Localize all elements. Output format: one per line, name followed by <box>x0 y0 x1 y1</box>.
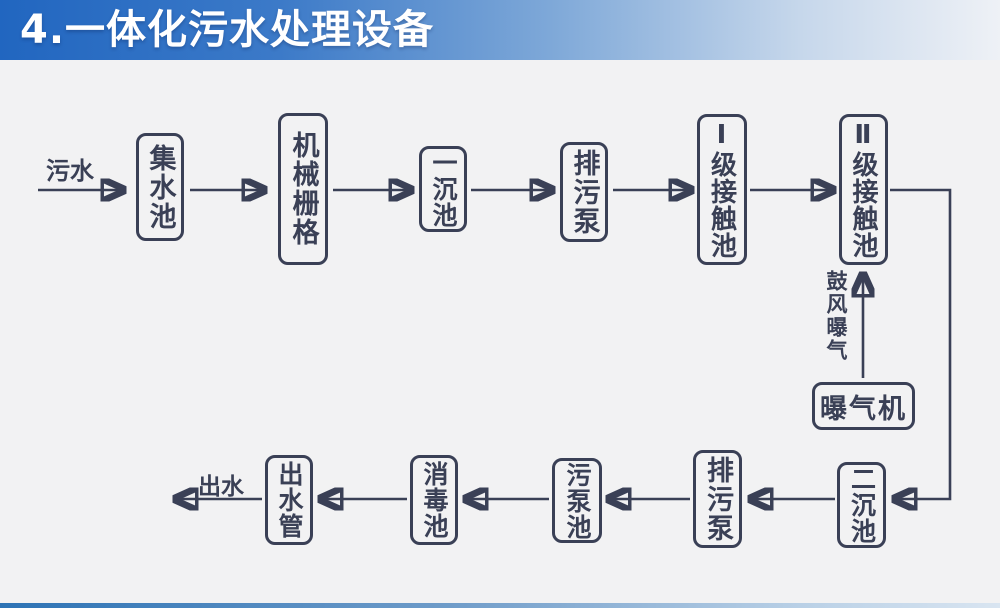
node-sewage-pump-top: 排污泵 <box>560 142 608 242</box>
node-outlet-pipe: 出水管 <box>265 455 313 545</box>
node-sludge-pump-tank: 污泵池 <box>552 458 602 543</box>
page-title: 4.一体化污水处理设备 <box>20 7 435 53</box>
node-sewage-pump-top-label: 排污泵 <box>568 148 600 236</box>
node-primary-sedimentation-tank: 一沉池 <box>419 146 467 232</box>
node-stage2-contact-tank-label: Ⅱ级接触池 <box>848 120 878 259</box>
node-sewage-pump-bottom: 排污泵 <box>693 450 742 548</box>
node-stage1-contact-tank-label: Ⅰ级接触池 <box>706 120 737 259</box>
node-mechanical-screen-label: 机械栅格 <box>287 131 319 247</box>
node-secondary-sedimentation-tank: 二沉池 <box>837 462 886 548</box>
arrow-stage2-to-secondary <box>890 188 952 499</box>
node-stage2-contact-tank: Ⅱ级接触池 <box>839 114 888 265</box>
footer-accent-strip <box>0 603 1000 608</box>
node-collection-tank: 集水池 <box>136 133 184 241</box>
aeration-flow-label: 鼓风曝气 <box>824 270 848 362</box>
node-outlet-pipe-label: 出水管 <box>275 461 304 539</box>
node-collection-tank-label: 集水池 <box>144 143 176 231</box>
node-stage1-contact-tank: Ⅰ级接触池 <box>697 114 747 265</box>
node-aerator-label: 曝气机 <box>820 393 907 425</box>
node-aerator: 曝气机 <box>812 382 915 430</box>
node-mechanical-screen: 机械栅格 <box>278 113 328 265</box>
slide-title-bar: 4.一体化污水处理设备 <box>0 0 1000 60</box>
node-sludge-pump-tank-label: 污泵池 <box>563 461 592 540</box>
node-secondary-sedimentation-tank-label: 二沉池 <box>847 466 877 544</box>
inflow-label: 污水 <box>46 157 94 185</box>
node-disinfection-tank-label: 消毒池 <box>420 461 449 539</box>
node-sewage-pump-bottom-label: 排污泵 <box>702 455 733 543</box>
node-primary-sedimentation-tank-label: 一沉池 <box>429 150 458 228</box>
outflow-label: 出水 <box>198 474 244 500</box>
node-disinfection-tank: 消毒池 <box>410 455 458 545</box>
